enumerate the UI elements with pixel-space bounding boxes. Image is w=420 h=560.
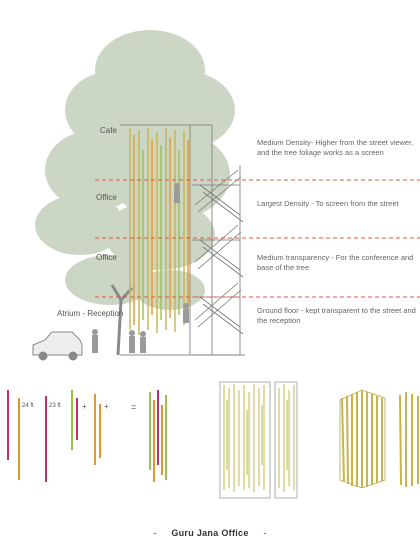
people-silhouettes [92,183,189,353]
note-medium-density: Medium Density- Higher from the street v… [257,138,414,157]
density-lines [95,179,420,298]
project-title: Guru Jana Office [171,528,249,538]
color-bars-combined [149,390,167,482]
footer-dash-left: - [153,528,157,538]
elevation-drawing [219,381,298,499]
screen-composition-diagram [7,381,419,499]
color-bars-group-1 [7,390,47,482]
3d-bamboo-model [339,389,419,489]
external-staircase [192,165,244,356]
note-ground-floor: Ground floor - kept transparent to the s… [257,306,416,325]
floor-label-office-upper: Office [96,193,117,202]
tree-foliage [35,30,235,310]
bamboo-screen [129,128,189,335]
footer-title: - Guru Jana Office - [0,528,420,538]
floor-label-cafe: Cafe [100,126,117,135]
note-medium-transparency: Medium transparency - For the conference… [257,253,414,272]
color-bars-group-2 [71,390,101,465]
floor-label-atrium: Atrium - Reception [57,309,124,318]
car [32,331,83,361]
building-section-diagram [32,30,420,361]
footer-dash-right: - [263,528,267,538]
note-largest-density: Largest Density - To screen from the str… [257,199,399,208]
equals-symbol: = [131,402,137,412]
plus-symbol-1: + [82,402,87,411]
plus-symbol-2: + [104,402,109,411]
measure-label-24ft: 24 ft [22,403,34,409]
floor-label-office-lower: Office [96,253,117,262]
measure-label-23ft: 23 ft [49,403,61,409]
